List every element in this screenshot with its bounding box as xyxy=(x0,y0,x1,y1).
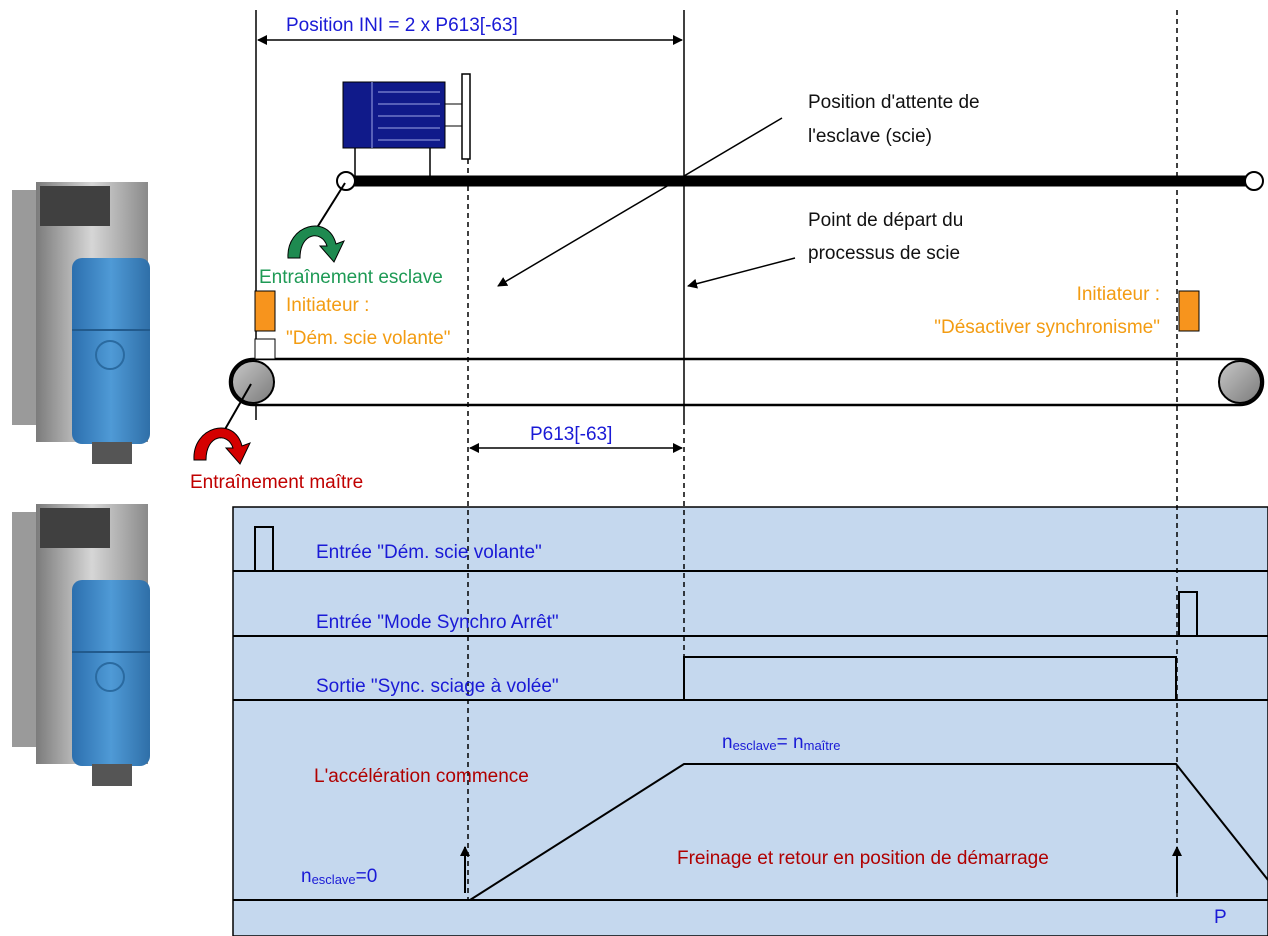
position-axis-label: P xyxy=(1214,907,1227,928)
position-ini-label: Position INI = 2 x P613[-63] xyxy=(286,15,518,36)
zero-speed-label: nesclave=0 xyxy=(301,866,377,887)
wait-position-label-line2: l'esclave (scie) xyxy=(808,126,932,147)
master-conveyor xyxy=(228,357,1265,407)
slave-drive-rotation-icon xyxy=(287,182,346,263)
initiator-left-title: Initiateur : xyxy=(286,295,369,316)
sync-output-signal xyxy=(683,656,1177,700)
initiator-right-sensor xyxy=(1178,290,1200,332)
row-stop-input-label: Entrée "Mode Synchro Arrêt" xyxy=(316,612,559,633)
accel-start-label: L'accélération commence xyxy=(314,766,529,787)
sync-speed-label: nesclave= nmaître xyxy=(722,732,840,753)
saw-motor xyxy=(342,73,471,181)
signal-traces xyxy=(233,526,1268,901)
brake-label: Freinage et retour en position de démarr… xyxy=(677,848,1049,869)
initiator-left-sensor xyxy=(254,290,276,360)
master-drive-rotation-icon xyxy=(193,383,252,465)
start-point-label-line1: Point de départ du xyxy=(808,210,963,231)
initiator-left-name: "Dém. scie volante" xyxy=(286,328,451,349)
wait-position-pointer xyxy=(497,117,783,287)
start-point-pointer xyxy=(687,257,796,289)
speed-profile xyxy=(233,763,1268,901)
timing-panel xyxy=(232,506,1268,936)
initiator-right-title: Initiateur : xyxy=(1077,284,1160,305)
wait-position-label-line1: Position d'attente de xyxy=(808,92,980,113)
start-point-label-line2: processus de scie xyxy=(808,243,960,264)
row-sync-output-label: Sortie "Sync. sciage à volée" xyxy=(316,676,559,697)
pulse-start-signal xyxy=(254,526,274,571)
initiator-right-name: "Désactiver synchronisme" xyxy=(934,317,1160,338)
drive-image-bottom xyxy=(12,504,150,786)
master-drive-label: Entraînement maître xyxy=(190,472,363,493)
row-start-input-label: Entrée "Dém. scie volante" xyxy=(316,542,542,563)
drive-image-top xyxy=(12,182,150,464)
slave-rail xyxy=(336,171,1264,191)
p613-label: P613[-63] xyxy=(530,424,612,445)
slave-drive-label: Entraînement esclave xyxy=(259,267,443,288)
pulse-stop-signal xyxy=(1178,591,1198,636)
